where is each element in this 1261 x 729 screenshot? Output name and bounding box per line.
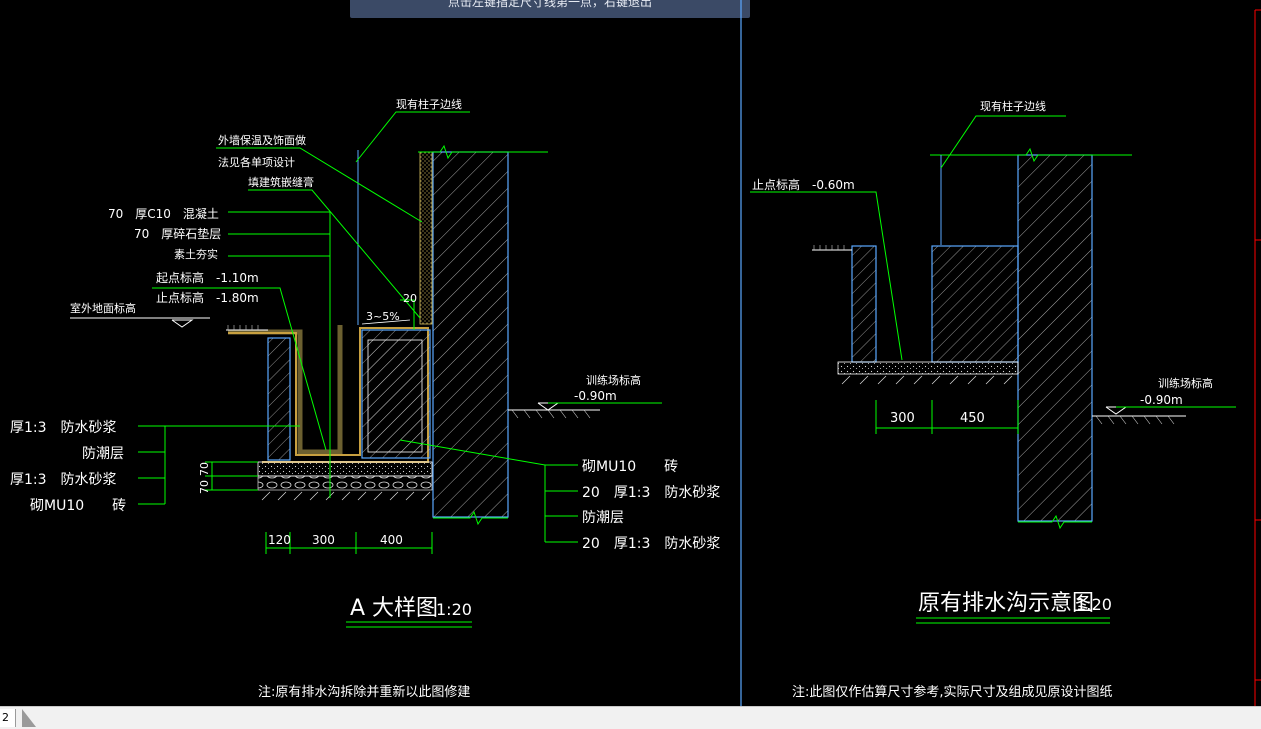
- break-line-a-bottom: [433, 510, 508, 526]
- dim-bottom-300: 300: [312, 533, 335, 547]
- label-training-elev-a: -0.90m: [574, 389, 617, 403]
- old-trench-left-wall: [851, 245, 877, 363]
- left-callout-4: 砌MU10 砖: [30, 498, 126, 514]
- label-end-elevation-b: 止点标高 -0.60m: [752, 177, 855, 192]
- label-dim-20: 20: [403, 292, 417, 305]
- left-callout-1: 厚1:3 防水砂浆: [10, 420, 117, 436]
- dim-b-450: 450: [960, 411, 985, 426]
- command-prompt-text: 点击左键指定尺寸线第一点，右键退出: [447, 0, 652, 9]
- right-callout-2: 20 厚1:3 防水砂浆: [582, 485, 720, 501]
- detail-a-title: A 大样图: [350, 596, 438, 621]
- label-compacted-soil: 素土夯实: [174, 247, 218, 261]
- detail-b-title: 原有排水沟示意图: [918, 591, 1094, 616]
- break-line-a-top: [418, 144, 548, 160]
- left-callout-2: 防潮层: [82, 446, 124, 462]
- layout-tab-label: 2: [2, 711, 9, 724]
- label-end-elevation-a: 止点标高 -1.80m: [156, 290, 259, 305]
- label-see-design: 法见各单项设计: [218, 155, 295, 169]
- label-concrete: 70 厚C10 混凝土: [108, 206, 219, 221]
- label-training-ground-a: 训练场标高: [586, 373, 641, 387]
- break-line-b-bottom: [1018, 514, 1092, 530]
- existing-column-a: [432, 151, 509, 518]
- label-wall-insulation: 外墙保温及饰面做: [218, 133, 306, 147]
- command-prompt: 点击左键指定尺寸线第一点，右键退出: [350, 0, 750, 18]
- trench-left-wall: [267, 337, 291, 461]
- tab-corner-icon: [22, 709, 36, 727]
- label-caulk: 填建筑嵌缝膏: [248, 175, 314, 189]
- right-callout-3: 防潮层: [582, 510, 624, 526]
- dim-b-300: 300: [890, 411, 915, 426]
- label-existing-column-edge-b: 现有柱子边线: [980, 99, 1046, 113]
- cad-drawing-canvas[interactable]: 现有柱子边线 外墙保温及饰面做 法见各单项设计 填建筑嵌缝膏 70 厚C10 混…: [0, 0, 1261, 706]
- right-callout-1: 砌MU10 砖: [582, 459, 678, 475]
- detail-b-scale: 1:20: [1076, 595, 1112, 614]
- existing-column-b: [1017, 154, 1093, 522]
- concrete-base: [257, 461, 433, 477]
- right-callout-4: 20 厚1:3 防水砂浆: [582, 536, 720, 552]
- label-start-elevation: 起点标高 -1.10m: [156, 270, 259, 285]
- layout-tab-bar: 2: [0, 706, 1261, 729]
- gravel-layer: [257, 475, 433, 491]
- detail-a-note: 注:原有排水沟拆除并重新以此图修建: [258, 684, 470, 700]
- layout-tab[interactable]: 2: [0, 709, 16, 727]
- dim-bottom-120: 120: [268, 533, 291, 547]
- dim-vertical-1: 70: [198, 462, 211, 476]
- dim-vertical-2: 70: [198, 480, 211, 494]
- title-block-frame: [1254, 9, 1261, 706]
- label-training-elev-b: -0.90m: [1140, 393, 1183, 407]
- label-outdoor-ground: 室外地面标高: [70, 301, 136, 315]
- dim-bottom-400: 400: [380, 533, 403, 547]
- label-training-ground-b: 训练场标高: [1158, 376, 1213, 390]
- detail-b-note: 注:此图仅作估算尺寸参考,实际尺寸及组成见原设计图纸: [792, 684, 1113, 700]
- label-slope: 3~5%: [366, 310, 400, 323]
- old-trench-base: [837, 361, 1019, 375]
- detail-a: 现有柱子边线 外墙保温及饰面做 法见各单项设计 填建筑嵌缝膏 70 厚C10 混…: [10, 97, 720, 700]
- wall-insulation-strip: [419, 151, 433, 325]
- old-trench-right-block: [931, 245, 1019, 363]
- left-callout-3: 厚1:3 防水砂浆: [10, 472, 117, 488]
- detail-a-scale: 1:20: [436, 600, 472, 619]
- label-gravel: 70 厚碎石垫层: [134, 226, 221, 241]
- break-line-b-top: [930, 147, 1132, 163]
- detail-b: 现有柱子边线 止点标高 -0.60m 训练场标高 -0.90m 300 450 …: [750, 99, 1236, 700]
- label-existing-column-edge-a: 现有柱子边线: [396, 97, 462, 111]
